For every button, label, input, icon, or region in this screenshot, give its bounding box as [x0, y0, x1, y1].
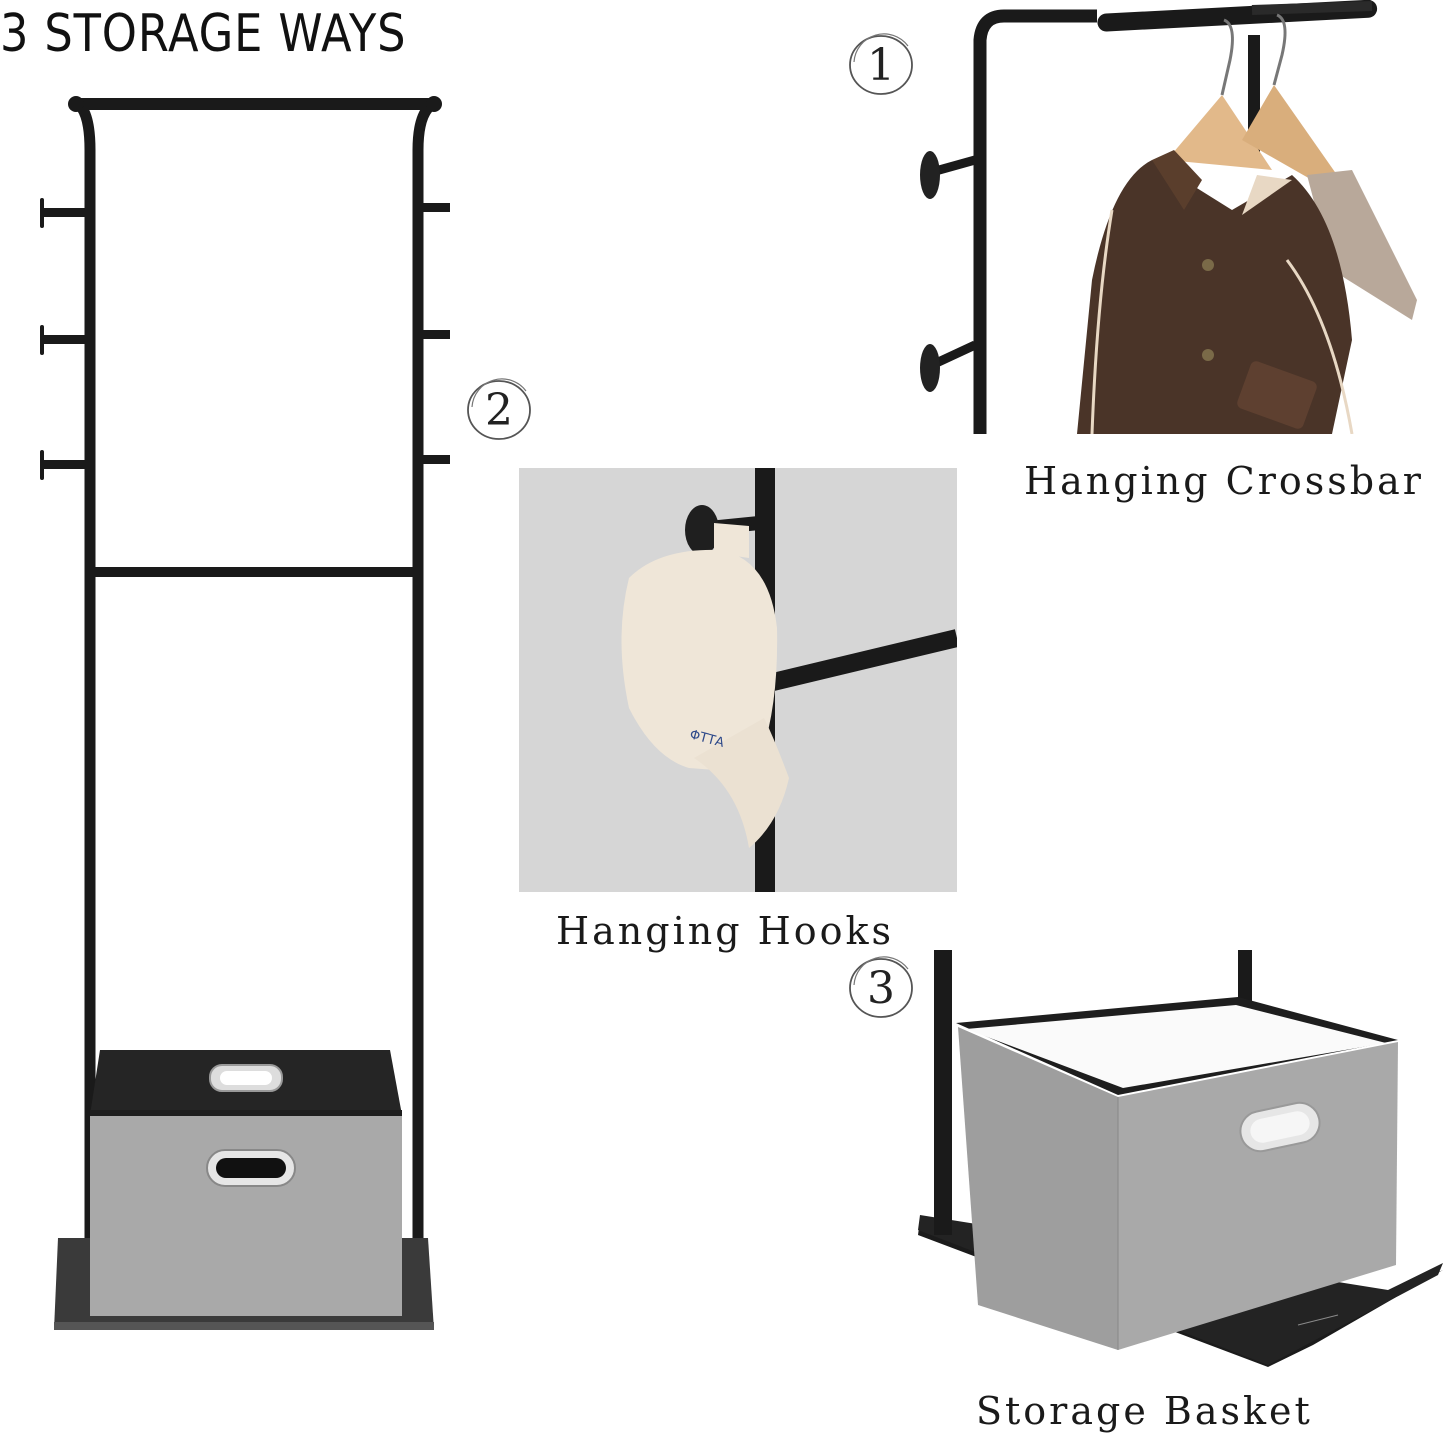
full-rack-product-image [30, 90, 450, 1340]
caption-storage-basket: Storage Basket [976, 1389, 1313, 1433]
feature-badge-number: 2 [485, 385, 513, 436]
caption-hanging-hooks: Hanging Hooks [556, 909, 895, 953]
feature-badge-number: 1 [867, 40, 895, 91]
feature-badge-2: 2 [464, 377, 534, 443]
circled-number-icon: 1 [849, 33, 913, 95]
circled-number-icon: 3 [849, 956, 913, 1018]
circled-number-icon: 2 [467, 378, 531, 440]
storage-basket-image [918, 945, 1445, 1370]
feature-badge-1: 1 [846, 32, 916, 98]
storage-basket-icon [918, 950, 1443, 1367]
cap-on-hook-icon: ΦΤΤΑ [621, 468, 957, 892]
hanging-crossbar-image [912, 0, 1445, 434]
feature-badge-3: 3 [846, 955, 916, 1021]
jacket-on-crossbar-icon [920, 0, 1417, 434]
coat-rack-icon [40, 96, 450, 1330]
caption-hanging-crossbar: Hanging Crossbar [1024, 459, 1424, 503]
feature-badge-number: 3 [867, 963, 895, 1014]
page-title: 3 STORAGE WAYS [0, 4, 407, 64]
hanging-hooks-image: ΦΤΤΑ [519, 468, 957, 892]
